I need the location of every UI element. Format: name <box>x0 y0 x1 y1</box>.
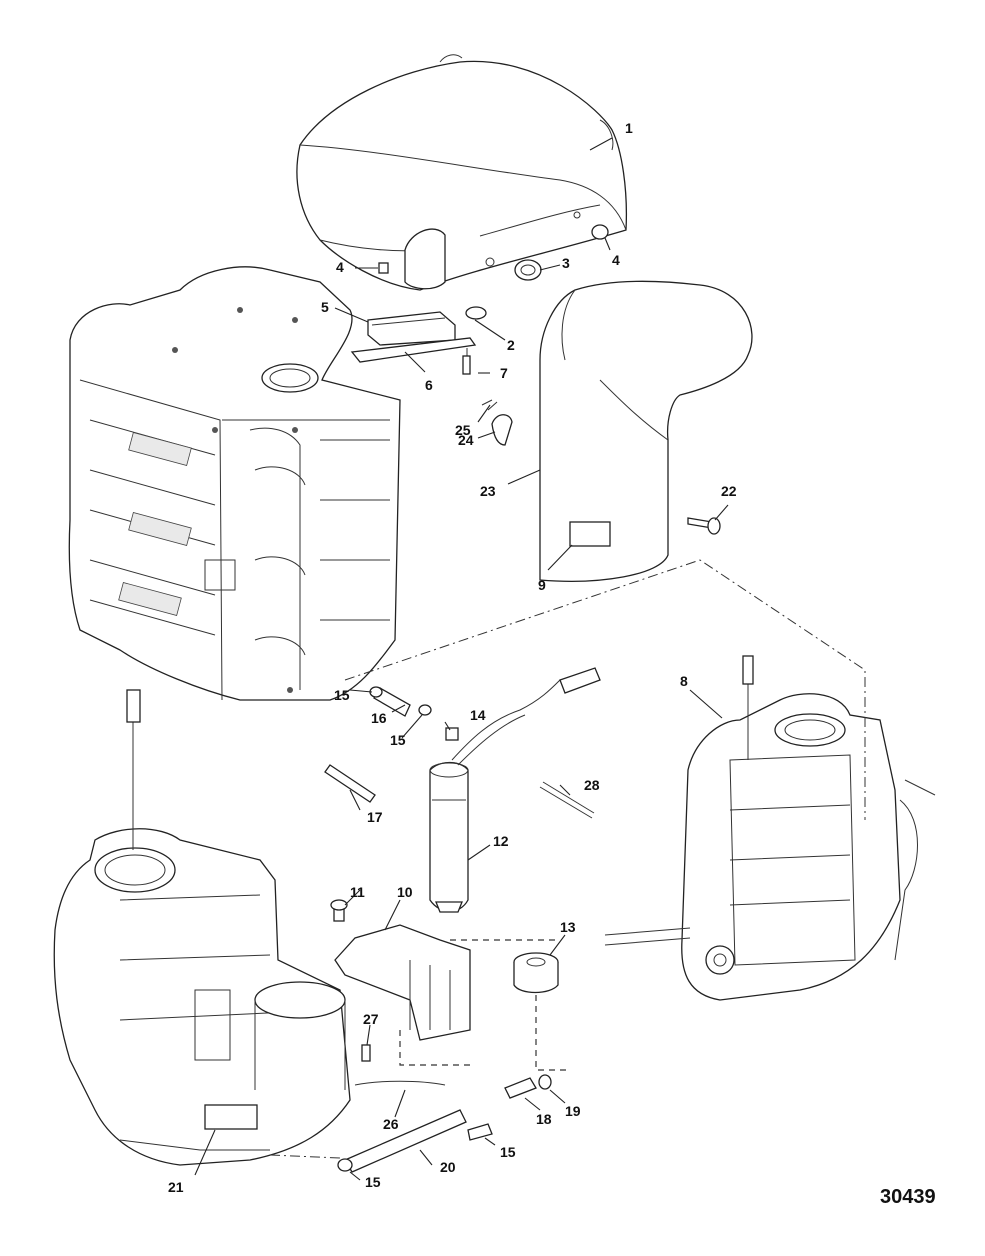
part-right-fuel-assembly <box>604 655 936 1001</box>
callout-23: 23 <box>480 483 496 499</box>
part-lower-left-assembly <box>53 689 351 1166</box>
callout-4-left: 4 <box>336 259 344 275</box>
callout-8: 8 <box>680 673 688 689</box>
callout-19: 19 <box>565 1103 581 1119</box>
part-fuel-pump-group <box>324 667 601 913</box>
callout-18: 18 <box>536 1111 552 1127</box>
callout-15-mid: 15 <box>390 732 406 748</box>
callout-13: 13 <box>560 919 576 935</box>
callout-10: 10 <box>397 884 413 900</box>
callout-24: 24 <box>458 432 474 448</box>
callout-25: 25 <box>455 422 471 438</box>
callout-2: 2 <box>507 337 515 353</box>
assembly-lines <box>269 559 866 1159</box>
callout-14: 14 <box>470 707 486 723</box>
callout-20: 20 <box>440 1159 456 1175</box>
callout-27: 27 <box>363 1011 379 1027</box>
figure-number: 30439 <box>880 1186 936 1208</box>
callout-6: 6 <box>425 377 433 393</box>
callout-15-top: 15 <box>334 687 350 703</box>
callout-7: 7 <box>500 365 508 381</box>
callout-1: 1 <box>625 120 633 136</box>
callout-12: 12 <box>493 833 509 849</box>
part-flywheel-cover <box>296 54 628 291</box>
part-bracket-10 <box>330 899 559 1173</box>
callout-28: 28 <box>584 777 600 793</box>
callout-4-right: 4 <box>612 252 620 268</box>
part-bracket-5-6 <box>350 311 513 446</box>
callout-5: 5 <box>321 299 329 315</box>
callout-26: 26 <box>383 1116 399 1132</box>
callout-9: 9 <box>538 577 546 593</box>
callout-15-lower: 15 <box>500 1144 516 1160</box>
callout-labels: 1 2 3 4 4 5 6 7 25 24 23 22 9 8 15 16 14… <box>168 120 737 1195</box>
part-grommets <box>378 224 609 320</box>
callout-22: 22 <box>721 483 737 499</box>
callout-21: 21 <box>168 1179 184 1195</box>
callout-16: 16 <box>371 710 387 726</box>
part-cylinder-block <box>68 266 401 701</box>
callout-17: 17 <box>367 809 383 825</box>
callout-3: 3 <box>562 255 570 271</box>
callout-11: 11 <box>350 884 365 900</box>
leader-lines <box>194 137 729 1181</box>
callout-15-bottom: 15 <box>365 1174 381 1190</box>
part-23-cover <box>539 280 753 582</box>
